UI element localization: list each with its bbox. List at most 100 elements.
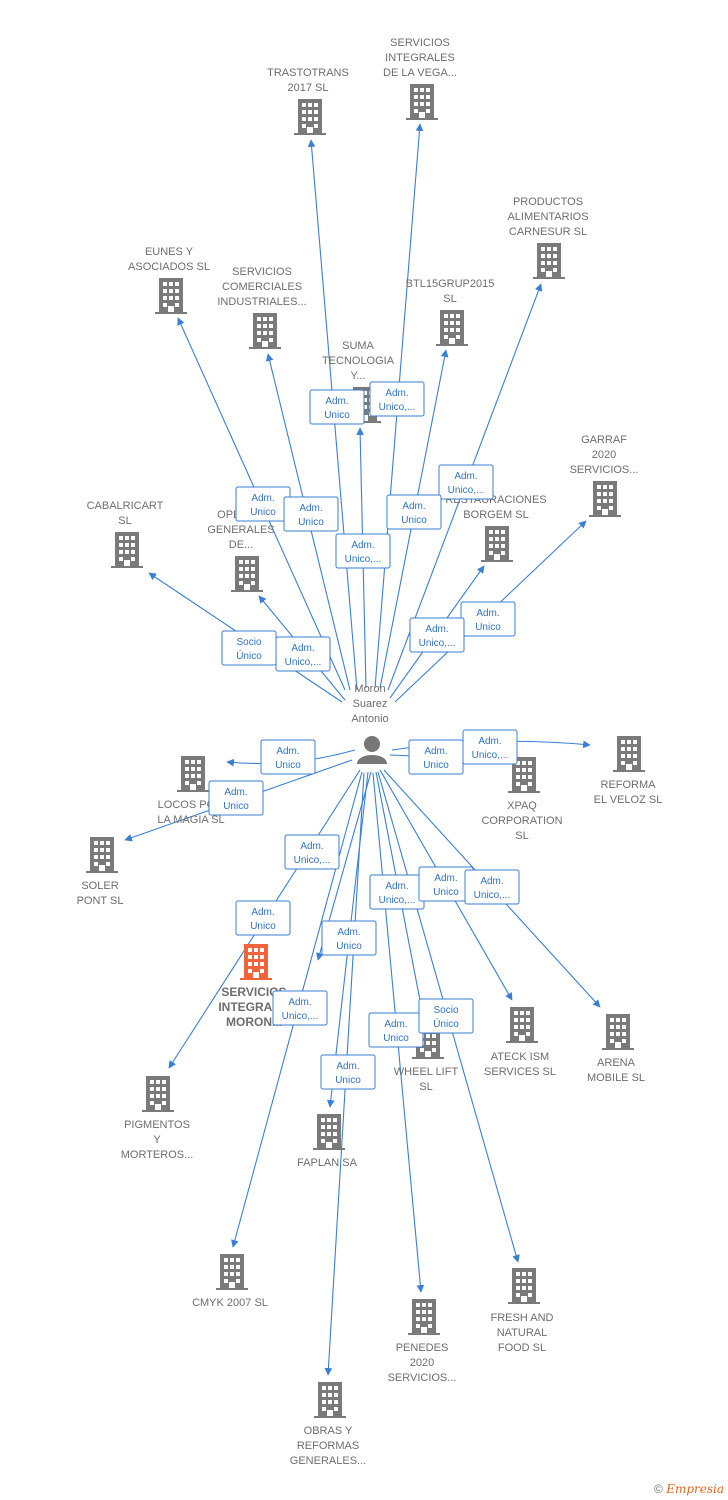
edge-label-line: Unico bbox=[433, 887, 459, 898]
edge-label-faplan[interactable]: Adm.Unico bbox=[320, 1054, 376, 1090]
edge-label-line: Adm. bbox=[385, 881, 408, 892]
edge-label-faplan[interactable]: Adm.Unico,... bbox=[284, 834, 340, 870]
edge-label-line: Unico bbox=[475, 622, 501, 633]
edges-layer bbox=[124, 123, 601, 1376]
building-icon bbox=[294, 99, 326, 135]
edge-label-obras[interactable]: Adm.Unico bbox=[321, 920, 377, 956]
company-label-line: CORPORATION bbox=[481, 815, 562, 827]
building-icon bbox=[314, 1382, 346, 1418]
company-label-line: REFORMA bbox=[601, 779, 657, 791]
company-node-suma[interactable]: SUMA TECNOLOGIA Y... bbox=[322, 340, 395, 423]
edge-label-eunes[interactable]: Adm.Unico bbox=[235, 486, 291, 522]
company-label-line: GENERALES bbox=[207, 524, 274, 536]
edge-label-line: Socio bbox=[236, 637, 261, 648]
building-icon bbox=[613, 736, 645, 772]
company-node-faplan[interactable]: FAPLAN SA bbox=[297, 1114, 358, 1169]
company-label-line: GENERALES... bbox=[290, 1455, 366, 1467]
edge-label-line: Adm. bbox=[299, 503, 322, 514]
edge-label-btl15[interactable]: Adm. Unico bbox=[386, 494, 442, 530]
company-label-line: Y... bbox=[350, 370, 365, 382]
edge-label-wheel[interactable]: Adm.Unico bbox=[368, 1012, 424, 1048]
edge-label-garraf[interactable]: Adm.Unico bbox=[460, 601, 516, 637]
edge-label-line: Unico,... bbox=[379, 895, 416, 906]
edge-label-suma[interactable]: Adm.Unico,... bbox=[335, 533, 391, 569]
company-label-line: SUMA bbox=[342, 340, 374, 352]
edge-label-line: Adm. bbox=[425, 624, 448, 635]
edge-label-xpaq[interactable]: Adm.Unico bbox=[408, 739, 464, 775]
edge-label-line: Adm. bbox=[454, 471, 477, 482]
edge-label-line: Unico,... bbox=[448, 485, 485, 496]
company-label-line: COMERCIALES bbox=[222, 281, 302, 293]
building-icon bbox=[481, 526, 513, 562]
company-label-line: SERVICIOS... bbox=[388, 1372, 457, 1384]
edge-label-line: Adm. bbox=[288, 997, 311, 1008]
edge-label-penedes[interactable]: Adm. Unico,... bbox=[369, 874, 425, 910]
edge-label-restauraciones[interactable]: Adm. Unico,... bbox=[409, 617, 465, 653]
company-node-garraf[interactable]: GARRAF2020SERVICIOS... bbox=[570, 434, 639, 517]
company-label-line: MOBILE SL bbox=[587, 1072, 645, 1084]
company-node-locos[interactable]: LOCOS PO...LA MAGIA SL bbox=[157, 756, 225, 826]
company-node-penedes[interactable]: PENEDES2020SERVICIOS... bbox=[388, 1299, 457, 1384]
company-label-line: PENEDES bbox=[396, 1342, 449, 1354]
edge-label-servicios-comerciales[interactable]: Adm.Unico bbox=[283, 496, 339, 532]
edge-label-line: Unico,... bbox=[285, 657, 322, 668]
edge-label-servicios-vega[interactable]: Adm.Unico,... bbox=[369, 381, 425, 417]
edge-label-line: Unico,... bbox=[474, 890, 511, 901]
edge-label-line: Unico bbox=[401, 515, 427, 526]
company-node-servicios-moron[interactable]: SERVICIOSINTEGRAL...MORON... bbox=[218, 944, 290, 1029]
edge-label-line: Adm. bbox=[300, 841, 323, 852]
company-node-cmyk[interactable]: CMYK 2007 SL bbox=[192, 1254, 268, 1309]
company-label-line: LOCOS PO... bbox=[158, 799, 225, 811]
building-icon bbox=[216, 1254, 248, 1290]
company-label-line: FRESH AND bbox=[491, 1312, 554, 1324]
edge-label-line: Unico bbox=[383, 1033, 409, 1044]
edge-label-line: Unico,... bbox=[472, 750, 509, 761]
edge-label-reforma[interactable]: Adm.Unico,... bbox=[462, 729, 518, 765]
edge-label-soler[interactable]: Adm.Unico bbox=[208, 780, 264, 816]
company-label-line: NATURAL bbox=[497, 1327, 548, 1339]
company-label-line: CARNESUR SL bbox=[509, 226, 587, 238]
company-node-pigmentos[interactable]: PIGMENTOSYMORTEROS... bbox=[121, 1076, 194, 1161]
edge-label-productos-carnesur[interactable]: Adm. Unico,... bbox=[438, 464, 494, 500]
edge-label-locos[interactable]: Adm.Unico bbox=[260, 739, 316, 775]
edge-label-pigmentos[interactable]: Adm.Unico bbox=[235, 900, 291, 936]
company-label-line: SL bbox=[419, 1081, 432, 1093]
company-node-servicios-comerciales[interactable]: SERVICIOSCOMERCIALESINDUSTRIALES... bbox=[217, 266, 307, 349]
company-node-obras[interactable]: OBRAS YREFORMASGENERALES... bbox=[290, 1382, 366, 1467]
edge-label-line: Adm. bbox=[480, 876, 503, 887]
edge-label-line: Adm. bbox=[251, 493, 274, 504]
edge-label-trastotrans[interactable]: Adm.Unico bbox=[309, 389, 365, 425]
edge-label-operaciones[interactable]: Adm.Unico,... bbox=[275, 636, 331, 672]
edge-label-arena[interactable]: Adm. Unico,... bbox=[464, 869, 520, 905]
company-label-line: SERVICIOS bbox=[221, 985, 286, 999]
edge-label-line: Unico,... bbox=[419, 638, 456, 649]
person-icon bbox=[357, 736, 387, 764]
edge-label-cmyk[interactable]: Adm.Unico,... bbox=[272, 990, 328, 1026]
building-icon bbox=[589, 481, 621, 517]
company-label-line: TECNOLOGIA bbox=[322, 355, 395, 367]
company-label-line: CMYK 2007 SL bbox=[192, 1297, 268, 1309]
company-label-line: SERVICES SL bbox=[484, 1066, 556, 1078]
building-icon bbox=[508, 1268, 540, 1304]
edge-label-line: Socio bbox=[433, 1005, 458, 1016]
building-icon bbox=[406, 84, 438, 120]
center-person-node[interactable]: Moron Suarez Antonio bbox=[351, 683, 389, 764]
edge-label-line: Adm. bbox=[402, 501, 425, 512]
